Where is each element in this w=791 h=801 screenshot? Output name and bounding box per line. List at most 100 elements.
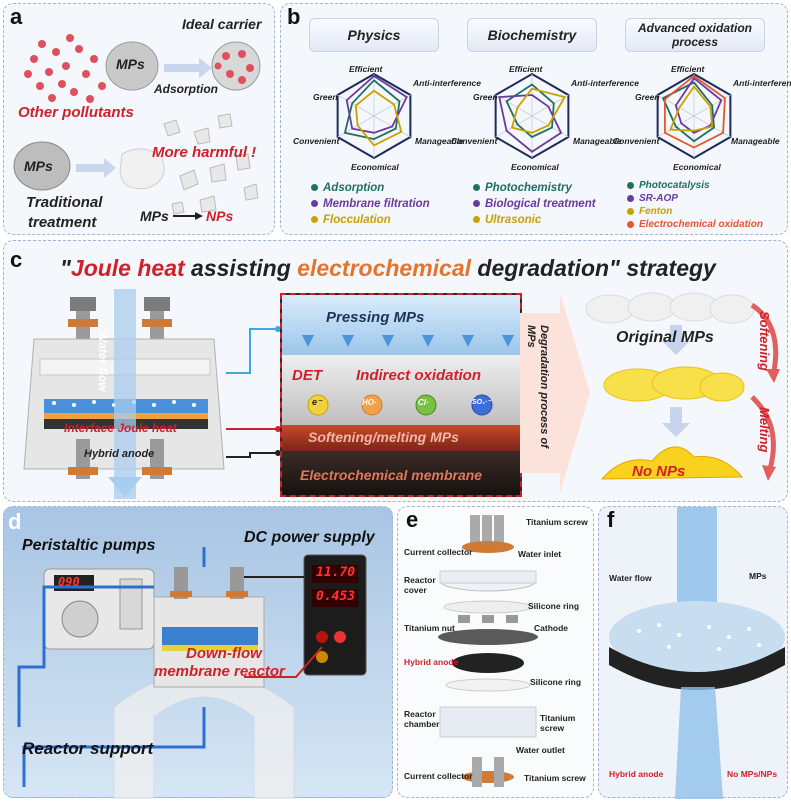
panel-b-label: b: [287, 4, 301, 29]
species-cl: Cl·: [418, 398, 429, 407]
other-pollutants-label: Other pollutants: [18, 104, 134, 121]
radar2-axis-anti: Anti-interference: [571, 78, 640, 88]
radar-series-2-3: [510, 87, 567, 134]
no-nps-label: No NPs: [632, 463, 686, 480]
radar3-axis-anti: Anti-interference: [733, 78, 791, 88]
radar2-axis-efficient: Efficient: [509, 64, 543, 74]
f-water-flow: Water flow: [609, 573, 652, 583]
radar3-axis-green: Green: [635, 92, 660, 102]
header-biochemistry: Biochemistry: [467, 18, 597, 52]
interface-joule-heat-label: Interface Joule heat: [64, 421, 177, 435]
legend-photochemistry: Photochemistry: [473, 182, 572, 194]
radar-series-2-1: [505, 83, 555, 139]
radar-series-1-2: [345, 74, 408, 134]
det-label: DET: [292, 367, 322, 384]
more-harmful-label: More harmful !: [152, 144, 257, 161]
panel-a: a Ideal carrier MPs Adsor: [3, 3, 275, 235]
species-e: e⁻: [312, 397, 322, 407]
legend-photocatalysis: Photocatalysis: [627, 180, 710, 191]
legend-electrochemical-oxidation: Electrochemical oxidation: [627, 219, 763, 230]
radar1-axis-anti: Anti-interference: [413, 78, 482, 88]
reactor-support-label: Reactor support: [22, 739, 154, 758]
panel-f-label: f: [607, 507, 615, 532]
psu-current: 0.453: [316, 589, 356, 604]
panel-d-label: d: [8, 509, 22, 534]
e-water-outlet: Water outlet: [516, 745, 565, 755]
radar2-axis-manageable: Manageable: [573, 136, 622, 146]
legend-membrane-filtration: Membrane filtration: [311, 198, 430, 210]
radar-series-3-4: [664, 74, 726, 149]
radar-spoke: [337, 115, 375, 138]
reactor-cross-section: [23, 289, 225, 499]
radar-series-3-2: [674, 76, 723, 134]
e-water-inlet: Water inlet: [518, 549, 562, 559]
mps-left-label: MPs: [24, 158, 53, 174]
radar-series-3-1: [661, 81, 715, 143]
panel-c-title: "Joule heat assisting electrochemical de…: [60, 255, 716, 281]
degradation-process-label: Degradation process of MPs: [525, 325, 550, 448]
mechanism-box: e⁻ HO· Cl· SO₄·⁻ Pressing MPs DET Indire…: [280, 293, 522, 497]
radar3-axis-manageable: Manageable: [731, 136, 780, 146]
dc-power-supply-label: DC power supply: [244, 529, 375, 546]
melting-label: Melting: [757, 407, 772, 453]
f-mps: MPs: [749, 571, 767, 581]
radar2-axis-convenient: Convenient: [451, 136, 498, 146]
species-so4: SO₄·⁻: [472, 399, 491, 406]
psu-voltage: 11.70: [316, 565, 356, 580]
original-mps-label: Original MPs: [616, 329, 714, 346]
e-silicone-ring-2: Silicone ring: [530, 677, 582, 687]
f-hybrid-anode: Hybrid anode: [609, 769, 664, 779]
radar1-axis-manageable: Manageable: [415, 136, 464, 146]
radar-series-2-2: [498, 94, 563, 153]
exploded-view: [438, 515, 538, 787]
panel-e: e Current collector Reactor cover Titani…: [397, 506, 594, 798]
adsorption-arrow: [164, 58, 212, 78]
e-reactor-chamber: Reactor chamber: [404, 709, 440, 729]
mps-evolution: [585, 292, 780, 481]
radar-spoke: [495, 115, 533, 138]
pump-display: 090: [58, 575, 80, 589]
degradation-arrow: [520, 293, 590, 493]
mps-bottom-label: MPs: [140, 208, 169, 224]
e-titanium-screw-top: Titanium screw: [526, 517, 588, 527]
radar3-axis-economical: Economical: [673, 162, 721, 172]
pressing-mps-label: Pressing MPs: [326, 309, 425, 326]
treatment-label: treatment: [28, 214, 97, 231]
radar-series-3-3: [669, 85, 714, 132]
nps-bottom-label: NPs: [206, 208, 234, 224]
panel-c-label: c: [10, 247, 23, 272]
f-no-mps-nps: No MPs/NPs: [727, 769, 778, 779]
header-physics: Physics: [309, 18, 439, 52]
connector-lines: [226, 326, 281, 458]
radar3-axis-efficient: Efficient: [671, 64, 705, 74]
panel-f: f Water flow MPs Hybrid anode No MPs/NPs: [598, 506, 788, 799]
radar1-axis-economical: Economical: [351, 162, 399, 172]
ideal-carrier-label: Ideal carrier: [182, 16, 262, 32]
radar-spoke: [531, 115, 569, 138]
species-ho: HO·: [362, 398, 377, 407]
panel-a-label: a: [10, 4, 23, 29]
header-aop: Advanced oxidation process: [625, 18, 765, 52]
e-cathode: Cathode: [534, 623, 568, 633]
radar-series-1-3: [354, 89, 403, 147]
radar2-axis-green: Green: [473, 92, 498, 102]
legend-biological-treatment: Biological treatment: [473, 198, 596, 210]
peristaltic-pumps-label: Peristaltic pumps: [22, 537, 156, 554]
legend-sr-aop: SR-AOP: [627, 193, 678, 204]
legend-adsorption: Adsorption: [311, 182, 384, 194]
pollutant-dots: [24, 34, 106, 103]
e-silicone-ring-1: Silicone ring: [528, 601, 580, 611]
e-current-collector-bottom: Current collector: [404, 771, 473, 781]
e-titanium-screw-bottom: Titanium screw: [524, 773, 586, 783]
panel-a-illustration: [13, 34, 261, 220]
panel-d: d 090 11.70 0.453 Peristaltic pumps DC p…: [3, 506, 393, 799]
softening-label: Softening: [757, 311, 772, 371]
radar-spoke: [495, 94, 533, 117]
panel-c: c "Joule heat assisting electrochemical …: [3, 240, 788, 502]
e-titanium-nut: Titanium nut: [404, 623, 455, 633]
legend-flocculation: Flocculation: [311, 214, 391, 226]
e-hybrid-anode: Hybrid anode: [404, 657, 459, 667]
water-flow-label: Water flow: [96, 331, 110, 392]
indirect-oxidation-label: Indirect oxidation: [356, 367, 482, 384]
setup-illustration: [17, 547, 367, 799]
